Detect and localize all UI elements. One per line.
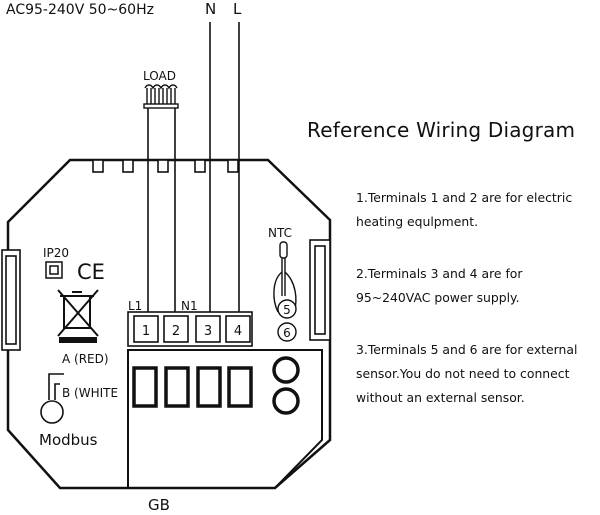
terminal-1: 1 [133, 315, 159, 343]
ce-mark: CE [77, 260, 105, 284]
side-clip-right [309, 239, 331, 341]
top-tabs [92, 159, 239, 173]
weee-bin-icon [57, 289, 99, 343]
load-element [143, 84, 179, 109]
power-spec: AC95-240V 50~60Hz [6, 2, 154, 18]
sensor-terminal-6: 6 [277, 322, 297, 342]
terminal-label-n1: N1 [181, 299, 198, 313]
terminal-3: 3 [195, 315, 221, 343]
terminal-2: 2 [163, 315, 189, 343]
terminal-3-label: 3 [204, 324, 212, 339]
wire-label-n: N [205, 0, 216, 18]
modbus-label: Modbus [39, 431, 98, 449]
ip-square-icon [45, 261, 63, 279]
module-knobs [272, 356, 300, 415]
side-clip-left [1, 249, 21, 351]
terminal-label-l1: L1 [128, 299, 142, 313]
sensor-terminal-6-label: 6 [283, 326, 291, 340]
ntc-label: NTC [268, 226, 292, 240]
inner-module [127, 349, 323, 489]
ip-rating: IP20 [43, 246, 69, 260]
terminal-4: 4 [225, 315, 251, 343]
note-terminals-1-2: 1.Terminals 1 and 2 are for electric hea… [356, 190, 573, 229]
load-wires [147, 108, 176, 318]
terminal-4-label: 4 [234, 324, 242, 339]
terminal-2-label: 2 [172, 324, 180, 339]
note-terminals-3-4: 2.Terminals 3 and 4 are for 95~240VAC po… [356, 266, 523, 305]
module-slots [132, 366, 253, 408]
modbus-a-label: A (RED) [62, 352, 109, 366]
sensor-terminal-5: 5 [277, 299, 297, 319]
terminal-1-label: 1 [142, 324, 150, 339]
sensor-terminal-5-label: 5 [283, 303, 291, 317]
modbus-b-label: B (WHITE [62, 386, 118, 400]
wire-label-l: L [233, 0, 242, 18]
modbus-connector-icon [40, 373, 64, 424]
note-terminals-5-6: 3.Terminals 5 and 6 are for external sen… [356, 342, 578, 405]
load-label: LOAD [143, 69, 176, 83]
diagram-title: Reference Wiring Diagram [307, 118, 576, 142]
supply-wires [209, 22, 240, 318]
standard-label: GB [148, 496, 170, 514]
